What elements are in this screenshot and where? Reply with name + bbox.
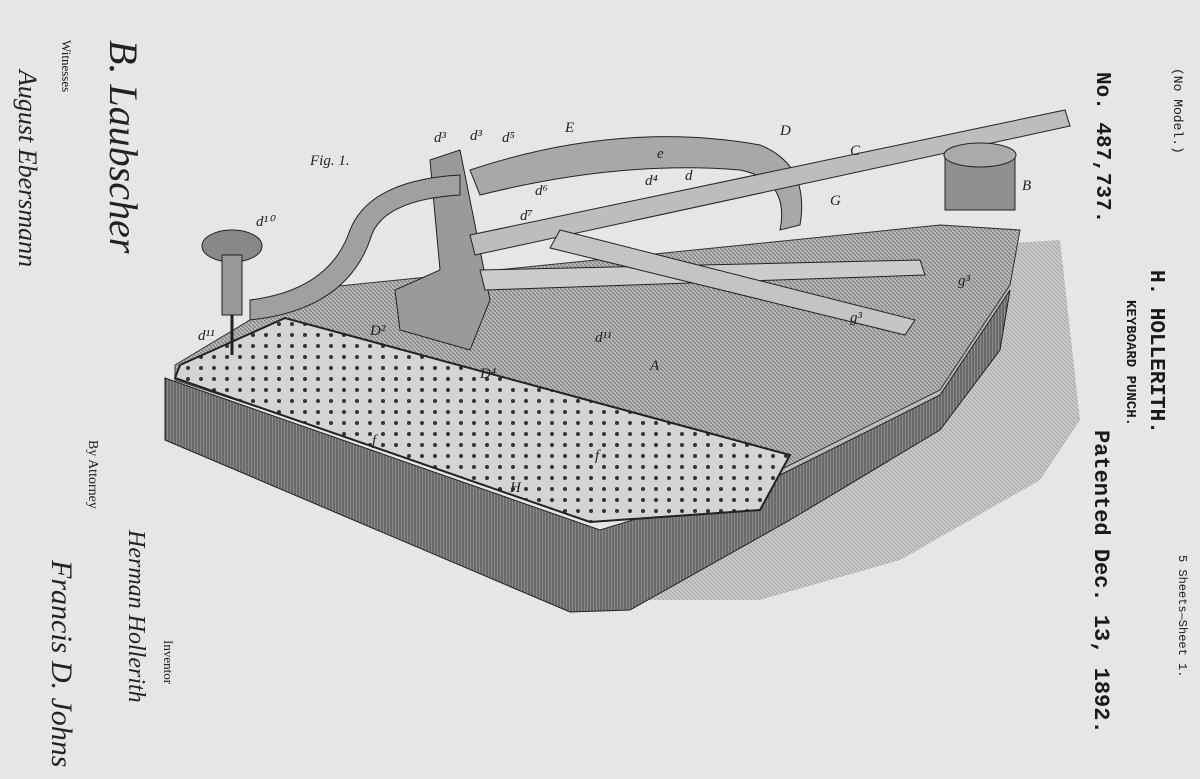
rod-c: [469, 109, 1071, 256]
frame-hoop: [469, 136, 803, 231]
witness-signature-2: August Ebersmann: [13, 70, 42, 268]
knob-stem: [221, 254, 243, 316]
ref-label: E: [564, 120, 574, 136]
ref-label: g³: [958, 273, 971, 289]
attorney-label: By Attorney: [85, 440, 100, 509]
sheet-count: 5 Sheets—Sheet 1.: [1175, 555, 1189, 678]
witness-signature-1: B. Laubscher: [101, 40, 146, 254]
ref-label: g³: [850, 310, 863, 326]
ref-label: f: [372, 433, 378, 449]
ref-label: d⁷: [520, 208, 533, 224]
figure-caption: Fig. 1.: [309, 153, 350, 169]
ref-label: d³: [434, 130, 447, 146]
ref-label: D²: [369, 323, 386, 339]
ref-label: d: [685, 168, 693, 184]
inventor-signature: Herman Hollerith: [123, 530, 149, 703]
ref-label: D: [779, 123, 791, 139]
ref-label: C: [850, 143, 861, 159]
card-plate: [173, 316, 792, 524]
ref-label: d¹⁰: [256, 214, 276, 230]
ref-label: D⁴: [479, 366, 496, 382]
no-model-note: (No Model.): [1170, 68, 1185, 154]
witnesses-label: Witnesses: [59, 40, 74, 93]
ref-label: A: [649, 358, 660, 374]
invention-title: KEYBOARD PUNCH.: [1122, 300, 1138, 427]
ref-label: d³: [470, 128, 483, 144]
ref-label: d¹¹: [595, 330, 612, 346]
ref-label: B: [1022, 178, 1031, 194]
ref-label: H: [509, 480, 522, 496]
patent-number: No. 487,737.: [1090, 72, 1113, 224]
ref-label: d¹¹: [198, 328, 215, 344]
arm-g2: [549, 229, 916, 336]
attorney-signature: Francis D. Johns: [45, 560, 78, 768]
ref-label: e: [657, 146, 664, 162]
patent-date: Patented Dec. 13, 1892.: [1088, 430, 1113, 734]
ref-label: G: [830, 193, 841, 209]
inventor-name: H. HOLLERITH.: [1144, 270, 1167, 434]
ref-label: d⁴: [645, 173, 658, 189]
frame-arm: [394, 149, 491, 351]
lever-arm: [249, 174, 461, 321]
ref-label: f: [595, 448, 601, 464]
inventor-label: Inventor: [161, 640, 176, 685]
ref-label: d⁶: [535, 183, 548, 199]
ref-label: d⁵: [502, 130, 515, 146]
